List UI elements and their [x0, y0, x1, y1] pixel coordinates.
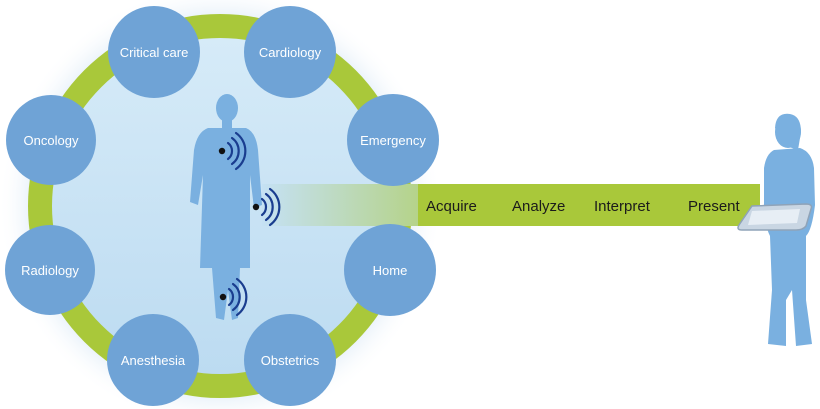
sensor-leg-icon	[219, 277, 248, 317]
stage-analyze: Analyze	[512, 198, 565, 215]
patient-head	[216, 94, 238, 122]
node-label: Emergency	[360, 133, 426, 148]
node-circle	[108, 6, 200, 98]
pipeline-beam	[262, 184, 760, 226]
node-circle	[244, 6, 336, 98]
patient-figure	[190, 94, 262, 320]
stage-present: Present	[688, 198, 741, 215]
sensor-chest-icon	[218, 131, 247, 171]
sensor-hip-icon	[252, 187, 281, 227]
node-emergency: Emergency	[347, 94, 439, 186]
node-label: Oncology	[24, 133, 79, 148]
node-cardiology: Cardiology	[244, 6, 336, 98]
clinician-hair	[775, 113, 801, 150]
node-circle	[244, 314, 336, 406]
node-circle	[344, 224, 436, 316]
patient-gown	[190, 128, 262, 268]
tablet-icon	[737, 203, 813, 231]
node-label: Radiology	[21, 263, 79, 278]
clinician-body	[764, 148, 815, 346]
node-obstetrics: Obstetrics	[244, 314, 336, 406]
node-label: Home	[373, 263, 408, 278]
node-circle	[6, 95, 96, 185]
clinician-figure	[764, 113, 815, 346]
node-circle	[347, 94, 439, 186]
node-anesthesia: Anesthesia	[107, 314, 199, 406]
node-circle	[5, 225, 95, 315]
node-oncology: Oncology	[6, 95, 96, 185]
patient-legs	[212, 268, 240, 320]
node-label: Obstetrics	[261, 353, 320, 368]
node-label: Anesthesia	[121, 353, 186, 368]
node-circle	[107, 314, 199, 406]
stage-acquire: Acquire	[426, 198, 477, 215]
node-label: Critical care	[120, 45, 189, 60]
node-label: Cardiology	[259, 45, 322, 60]
node-critical-care: Critical care	[108, 6, 200, 98]
node-home: Home	[344, 224, 436, 316]
node-radiology: Radiology	[5, 225, 95, 315]
stage-interpret: Interpret	[594, 198, 651, 215]
